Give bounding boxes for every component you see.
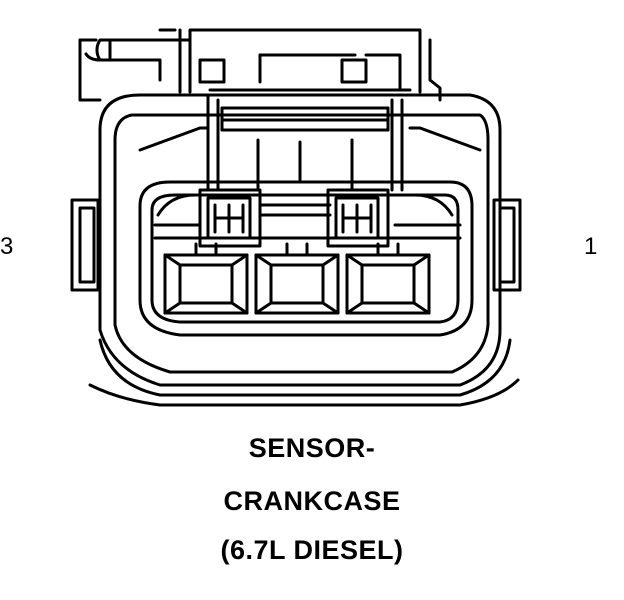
terminal-cavity-1 xyxy=(347,244,429,313)
terminal-cavity-frame xyxy=(140,182,472,335)
top-lock-housing xyxy=(160,30,440,190)
pin-label-1: 1 xyxy=(584,233,598,260)
terminal-lock-window-right xyxy=(328,190,388,246)
caption-line-2: CRANKCASE xyxy=(223,486,401,516)
terminal-cavity-3 xyxy=(165,244,247,313)
terminal-lock-window-left xyxy=(200,190,260,246)
left-side-rib xyxy=(72,200,98,290)
latch-tab xyxy=(80,40,190,100)
connector-outer-shell xyxy=(90,95,518,405)
caption-line-1: SENSOR- xyxy=(248,433,376,463)
pin-label-3: 3 xyxy=(0,233,14,260)
caption-line-3: (6.7L DIESEL) xyxy=(220,535,404,565)
terminal-cavity-2 xyxy=(256,244,338,313)
right-side-rib xyxy=(494,200,520,290)
